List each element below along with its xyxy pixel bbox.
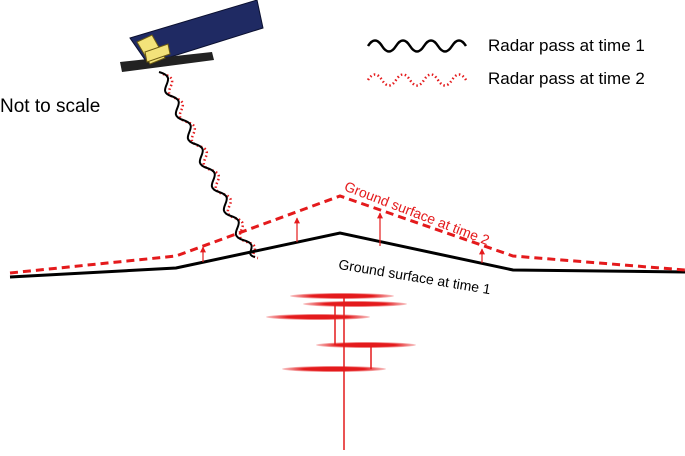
legend-line-time1	[366, 39, 468, 53]
radar-wave-time1	[158, 71, 256, 258]
ground-surface-time2	[9, 194, 685, 275]
not-to-scale-note: Not to scale	[0, 96, 101, 117]
legend-label-time2: Radar pass at time 2	[488, 69, 645, 88]
legend-label-time1: Radar pass at time 1	[488, 36, 645, 55]
ground-surface-time1	[9, 231, 685, 279]
magma-source-icon	[266, 293, 416, 450]
legend-line-time2	[366, 73, 468, 87]
satellite-icon	[120, 0, 264, 72]
